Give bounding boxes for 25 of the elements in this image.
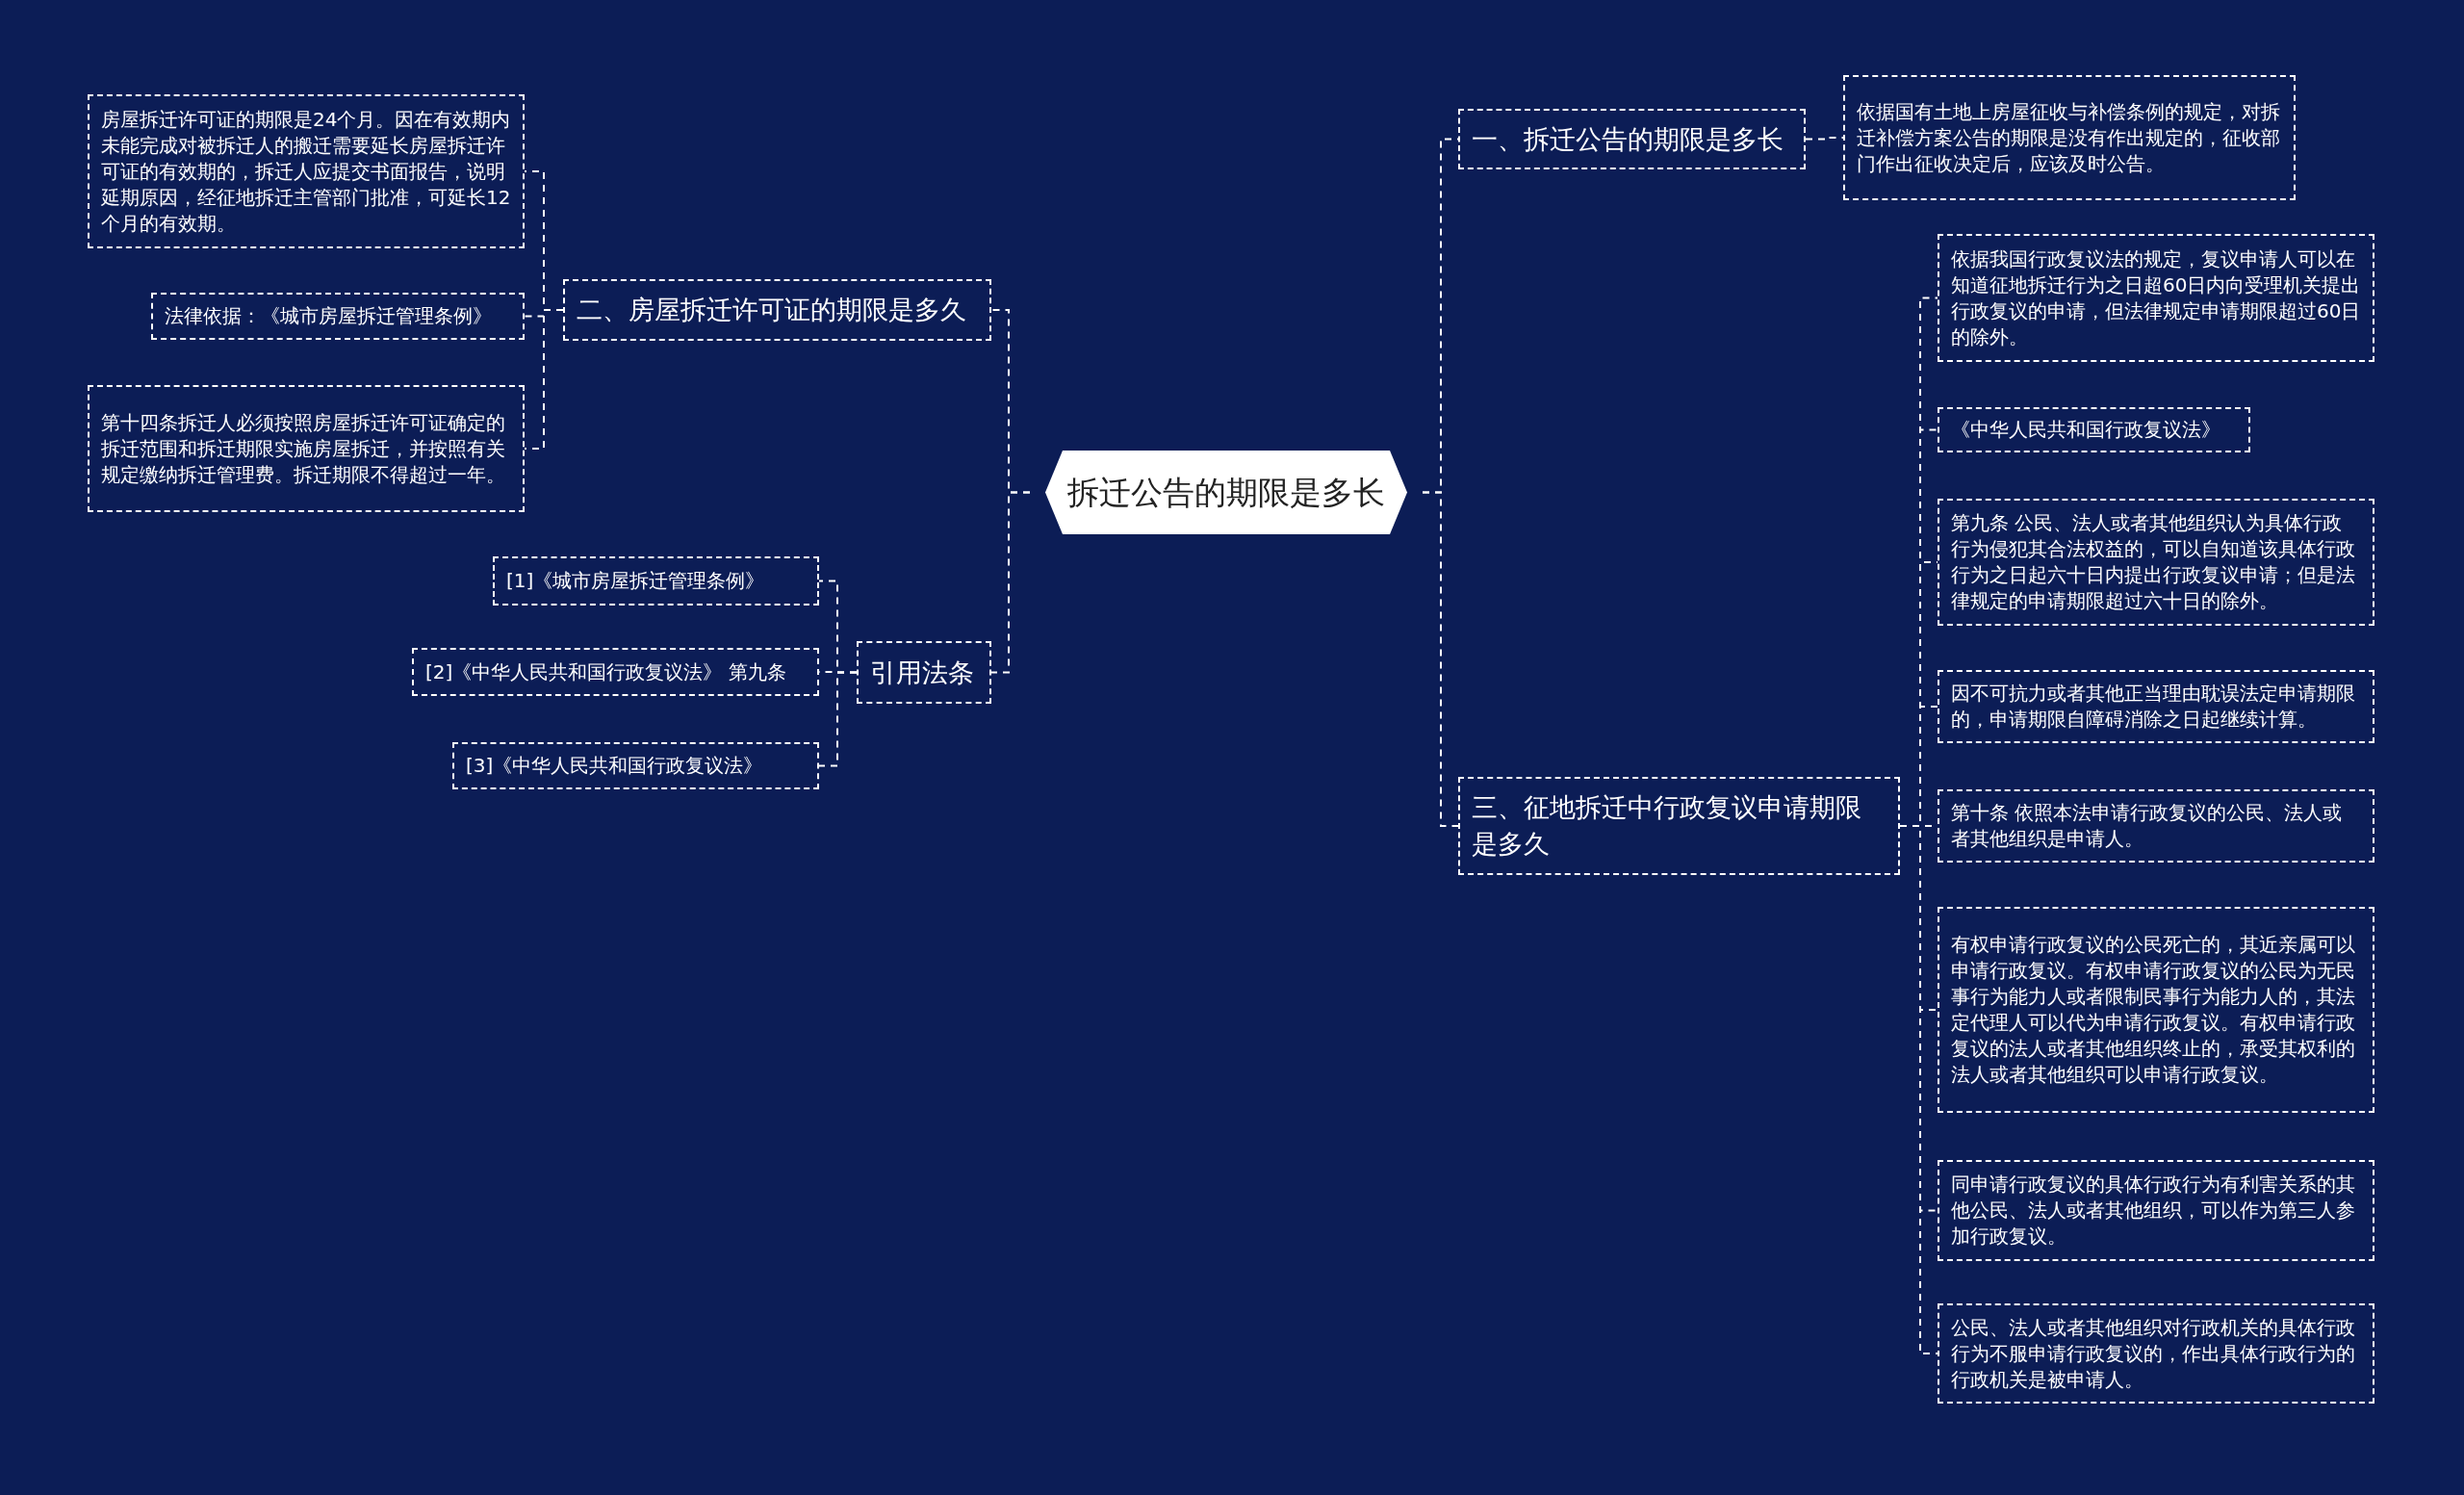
note-box: [1]《城市房屋拆迁管理条例》 [493,556,819,606]
topic-box: 三、征地拆迁中行政复议申请期限是多久 [1458,777,1900,875]
note-box: 依据国有土地上房屋征收与补偿条例的规定，对拆迁补偿方案公告的期限是没有作出规定的，征收部门作出征收决定后，应该及时公告。 [1843,75,2296,200]
topic-box: 二、房屋拆迁许可证的期限是多久 [563,279,991,341]
connector-line [818,671,858,767]
note-box: 第十条 依照本法申请行政复议的公民、法人或者其他组织是申请人。 [1938,789,2374,863]
note-box: 依据我国行政复议法的规定，复议申请人可以在知道征地拆迁行为之日超60日内向受理机关提出行政复议的申请，但法律规定申请期限超过60日的除外。 [1938,234,2374,362]
note-box: 同申请行政复议的具体行政行为有利害关系的其他公民、法人或者其他组织，可以作为第三人参加行政复议。 [1938,1160,2374,1261]
topic-box: 一、拆迁公告的期限是多长 [1458,109,1806,169]
note-box: 有权申请行政复议的公民死亡的，其近亲属可以申请行政复议。有权申请行政复议的公民为无民事行为能力人或者限制民事行为能力人的，其法定代理人可以代为申请行政复议。有权申请行政复议的法人或者其他组织终止的，承受其权利的法人或者其他组织可以申请行政复议。 [1938,907,2374,1113]
note-box: 第十四条拆迁人必须按照房屋拆迁许可证确定的拆迁范围和拆迁期限实施房屋拆迁，并按照有关规定缴纳拆迁管理费。拆迁期限不得超过一年。 [88,385,525,512]
note-box: 第九条 公民、法人或者其他组织认为具体行政行为侵犯其合法权益的，可以自知道该具体行政行为之日起六十日内提出行政复议申请；但是法律规定的申请期限超过六十日的除外。 [1938,499,2374,626]
note-box: 因不可抗力或者其他正当理由耽误法定申请期限的，申请期限自障碍消除之日起继续计算。 [1938,670,2374,743]
topic-box: 引用法条 [857,641,991,704]
connector-line [1422,491,1459,827]
note-box: [3]《中华人民共和国行政复议法》 [452,742,819,789]
note-box: 《中华人民共和国行政复议法》 [1938,407,2250,452]
connector-line [1805,137,1844,141]
note-box: [2]《中华人民共和国行政复议法》 第九条 [412,648,819,696]
note-box: 公民、法人或者其他组织对行政机关的具体行政行为不服申请行政复议的，作出具体行政行为的行政机关是被申请人。 [1938,1303,2374,1404]
connector-line [1899,825,1938,1354]
connector-line [524,309,564,450]
note-box: 房屋拆迁许可证的期限是24个月。因在有效期内未能完成对被拆迁人的搬迁需要延长房屋拆迁许可证的有效期的，拆迁人应提交书面报告，说明延期原因，经征地拆迁主管部门批准，可延长12个月的有效期。 [88,94,525,248]
connector-line [990,491,1031,674]
note-box: 法律依据：《城市房屋拆迁管理条例》 [151,293,525,340]
